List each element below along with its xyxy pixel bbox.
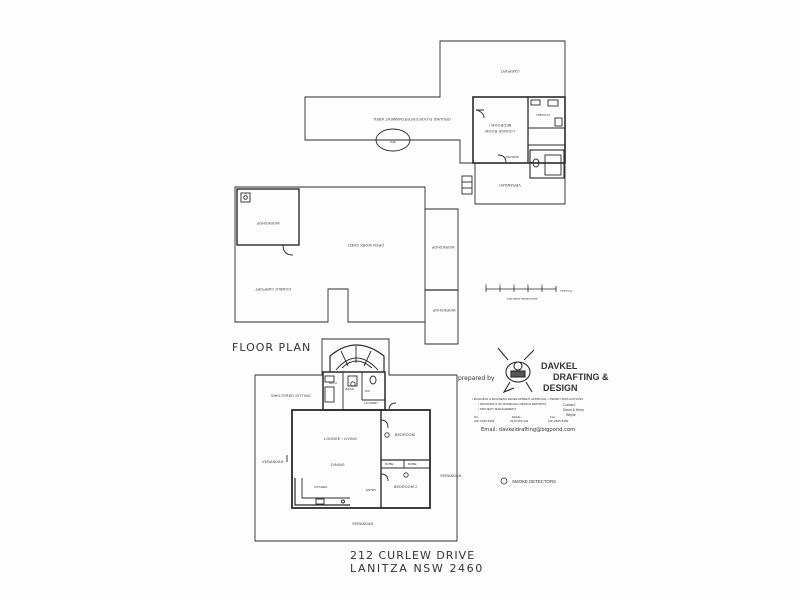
fax-label: Fax:: [550, 415, 556, 419]
lower-plan-labels: SHELTERED SITTING WASH BATH WC LAUNDRY L…: [262, 381, 462, 526]
label-workshop-left: WORKSHOP: [256, 221, 279, 225]
label-dining: DINING: [331, 463, 345, 467]
address-line2: LANITZA NSW 2460: [350, 562, 484, 575]
company-email: Email: davkeldrafting@bigpond.com: [481, 427, 575, 433]
service-line-2: • DRAWING & 3D MODELING DESIGN REPORTS: [478, 402, 546, 406]
prepared-by: prepared by: [458, 375, 495, 382]
lower-plan: [254, 338, 458, 542]
label-entertainment-area: GROUND FLOOR ENTERTAINMENT AREA: [373, 117, 451, 121]
label-kitchen: KITCHEN: [536, 113, 549, 117]
contact-role: Whyte: [566, 413, 576, 417]
upper-plan-outline: [304, 40, 566, 205]
spa-ellipse: [375, 128, 411, 152]
company-name-line1: DAVKEL: [541, 361, 578, 371]
middle-plan: [234, 186, 459, 345]
scale-tick-2: 2: [513, 283, 515, 287]
scale-tick-4: 4: [541, 283, 543, 287]
label-verandah-right: VERANDAH: [440, 474, 462, 478]
lower-verandah-outline: [254, 338, 458, 542]
scale-labels: 0 1 2 3 4 5 metres approximate scale onl…: [485, 283, 572, 301]
smoke-detector-icon: [350, 381, 356, 387]
smoke-detector-icon: [384, 432, 390, 438]
davkel-logo-figure: [497, 347, 535, 394]
smoke-detector-symbols: [350, 381, 508, 485]
fax-number: (02) 6645 8159: [548, 419, 569, 423]
upper-plan: [304, 40, 566, 205]
smoke-detector-icon: [403, 472, 409, 478]
scale-tick-5: 5 metres: [560, 289, 572, 293]
phone-number: (02) 6645 8153: [474, 419, 495, 423]
curved-deck: [329, 344, 385, 372]
label-verandah-bottom: VERANDAH: [352, 522, 374, 526]
contact-names: David & Kerry: [563, 408, 584, 412]
mobile-number: 0410 656 344: [510, 419, 529, 423]
upper-bedroom-room: [472, 96, 566, 164]
scale-tick-1: 1: [499, 283, 501, 287]
address-block: 212 CURLEW DRIVE LANITZA NSW 2460: [350, 549, 484, 575]
company-block: prepared by DAVKEL DRAFTING & DESIGN • B…: [458, 361, 609, 433]
main-house-outline: [291, 409, 431, 509]
address-line1: 212 CURLEW DRIVE: [350, 549, 475, 562]
company-name-line2: DRAFTING &: [553, 372, 609, 382]
label-ensuite: ENSUITE: [505, 155, 518, 159]
label-wash: WASH: [345, 387, 354, 391]
label-robe-1: ROBE: [385, 462, 394, 466]
label-upper-verandah: VERANDAH: [499, 183, 521, 187]
label-bedroom: BEDROOM: [395, 433, 415, 437]
smoke-detector-icon: [500, 477, 508, 485]
label-verandah-left: VERANDAH: [262, 460, 284, 464]
scale-caption: approximate scale only: [506, 297, 537, 301]
floor-plan-title: FLOOR PLAN: [232, 341, 311, 354]
contact-label: Contact:: [563, 403, 576, 407]
phone-label: Tel:: [474, 415, 479, 419]
label-sheltered-sitting: SHELTERED SITTING: [271, 394, 311, 398]
label-linen: LINEN: [374, 408, 383, 412]
label-laundry: LAUNDRY: [364, 401, 378, 405]
service-line-1: • BUILDING & BUSINESS DEVELOPMENT APPROV…: [472, 397, 583, 401]
label-workshop-right-bottom: WORKSHOP: [432, 308, 455, 312]
label-bedroom-2: BEDROOM 2: [394, 485, 417, 489]
label-entry: ENTRY: [366, 488, 376, 492]
label-carport: CARPORT: [500, 69, 520, 73]
label-bedroom: BEDROOM /: [489, 123, 511, 127]
label-lounge-living: LOUNGE / LIVING: [324, 437, 357, 441]
upper-plan-labels: CARPORT GROUND FLOOR ENTERTAINMENT AREA …: [373, 69, 550, 187]
label-bath: BATH: [329, 381, 337, 385]
label-spa: SPA: [390, 140, 396, 144]
label-lounge-room: LOUNGE ROOM: [485, 129, 515, 133]
legend-smoke-detectors: SMOKE DETECTORS: [512, 479, 556, 484]
scale-tick-3: 3: [527, 283, 529, 287]
label-open-work-shed: OPEN WORK SHED: [348, 243, 384, 247]
middle-workshop-room: [236, 188, 300, 246]
label-kitchen: KITCHEN: [314, 485, 327, 489]
label-workshop-right-top: WORKSHOP: [431, 245, 454, 249]
upper-steps: [461, 175, 473, 195]
scale-tick-0: 0: [485, 283, 487, 287]
service-line-3: • PROJECT MANAGEMENT: [478, 407, 516, 411]
middle-plan-labels: WORKSHOP OPEN WORK SHED DOUBLE CARPORT W…: [254, 221, 455, 312]
mobile-label: Mobile:: [512, 415, 522, 419]
scale-bar: [485, 286, 557, 292]
label-double-carport: DOUBLE CARPORT: [254, 287, 291, 291]
company-name-line3: DESIGN: [543, 383, 578, 393]
label-wc: WC: [365, 389, 371, 393]
label-robe-2: ROBE: [408, 462, 417, 466]
